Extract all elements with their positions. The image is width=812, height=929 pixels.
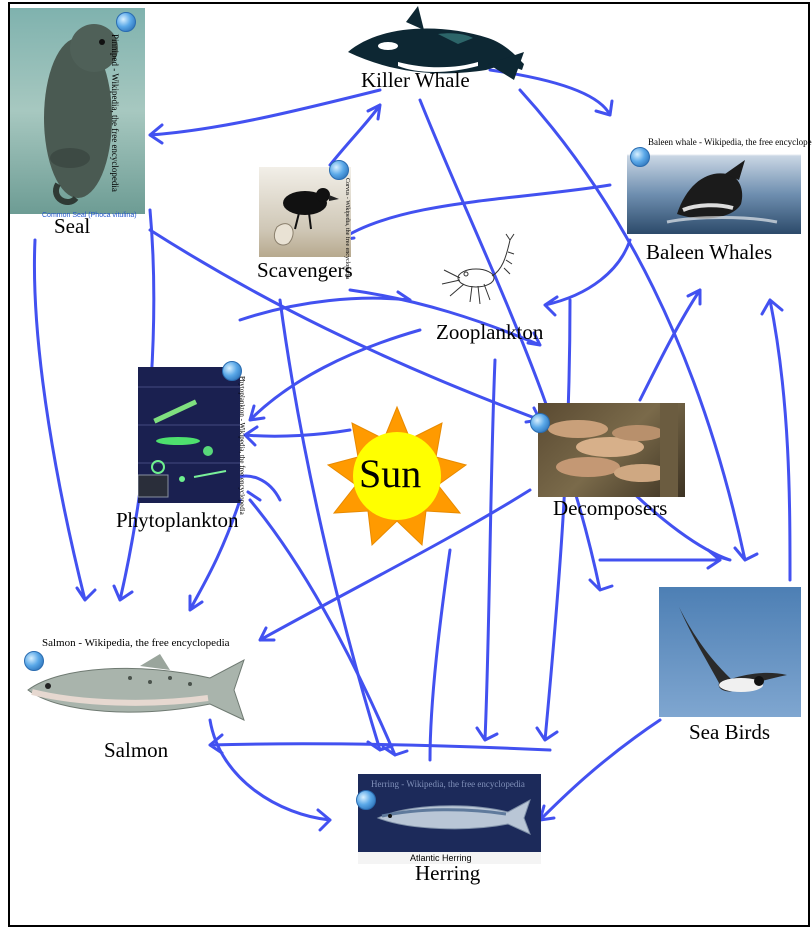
seal-image	[10, 8, 145, 214]
arrow	[428, 548, 452, 762]
zooplankton-label: Zooplankton	[436, 320, 544, 344]
zooplankton-image	[441, 233, 515, 305]
decomposers-label: Decomposers	[553, 496, 668, 520]
sun-label: Sun	[359, 451, 422, 496]
killer-whale-label: Killer Whale	[361, 68, 470, 92]
arrow	[638, 288, 702, 402]
salmon-image	[27, 654, 245, 721]
globe-icon	[329, 160, 349, 180]
globe-icon	[222, 361, 242, 381]
arrow	[188, 498, 242, 612]
herring-caption-bar	[358, 852, 541, 864]
arrow	[535, 298, 572, 742]
scavenger-image	[259, 167, 351, 257]
arrow	[598, 548, 722, 570]
herring-label: Herring	[415, 861, 481, 885]
globe-icon	[356, 790, 376, 810]
sea-bird-image	[659, 587, 801, 717]
baleen-image-caption: Baleen whale - Wikipedia, the free encyc…	[648, 137, 812, 147]
decomposer-image	[538, 403, 685, 497]
phytoplankton-image-caption: Phytoplankton - Wikipedia, the free ency…	[238, 376, 246, 515]
globe-icon	[24, 651, 44, 671]
globe-icon	[116, 12, 136, 32]
arrow	[348, 288, 542, 347]
arrow	[760, 298, 792, 582]
phytoplankton-image	[138, 367, 240, 503]
globe-icon	[530, 413, 550, 433]
arrow	[238, 290, 412, 322]
seal-bottom-caption: Common Seal (Phoca vitulina)	[42, 212, 137, 219]
killer-whale-image	[348, 6, 524, 80]
arrow	[538, 718, 662, 822]
arrow	[33, 238, 97, 602]
seal-label: Seal	[54, 214, 91, 238]
globe-icon	[630, 147, 650, 167]
arrow	[258, 488, 532, 642]
seal-image-caption: Pinniped - Wikipedia, the free encyclope…	[110, 34, 120, 192]
herring-bottom-caption: Atlantic Herring	[410, 853, 472, 863]
sea-birds-label: Sea Birds	[689, 720, 771, 744]
salmon-image-caption: Salmon - Wikipedia, the free encyclopedi…	[42, 637, 230, 649]
herring-image	[358, 774, 541, 852]
salmon-label: Salmon	[104, 738, 169, 762]
arrow	[148, 88, 382, 145]
arrow	[518, 88, 759, 562]
sun-icon	[326, 405, 468, 547]
arrow	[328, 103, 382, 167]
arrow	[248, 328, 422, 422]
arrow	[543, 238, 632, 317]
arrow	[475, 358, 499, 742]
arrow	[208, 718, 332, 832]
baleen-whales-label: Baleen Whales	[646, 240, 773, 264]
arrow	[243, 425, 352, 447]
herring-image-caption: Herring - Wikipedia, the free encycloped…	[371, 779, 525, 789]
arrow	[418, 98, 614, 592]
scavengers-label: Scavengers	[257, 258, 353, 282]
arrow	[248, 498, 409, 757]
baleen-whale-image	[627, 134, 801, 234]
phytoplankton-label: Phytoplankton	[116, 508, 239, 532]
